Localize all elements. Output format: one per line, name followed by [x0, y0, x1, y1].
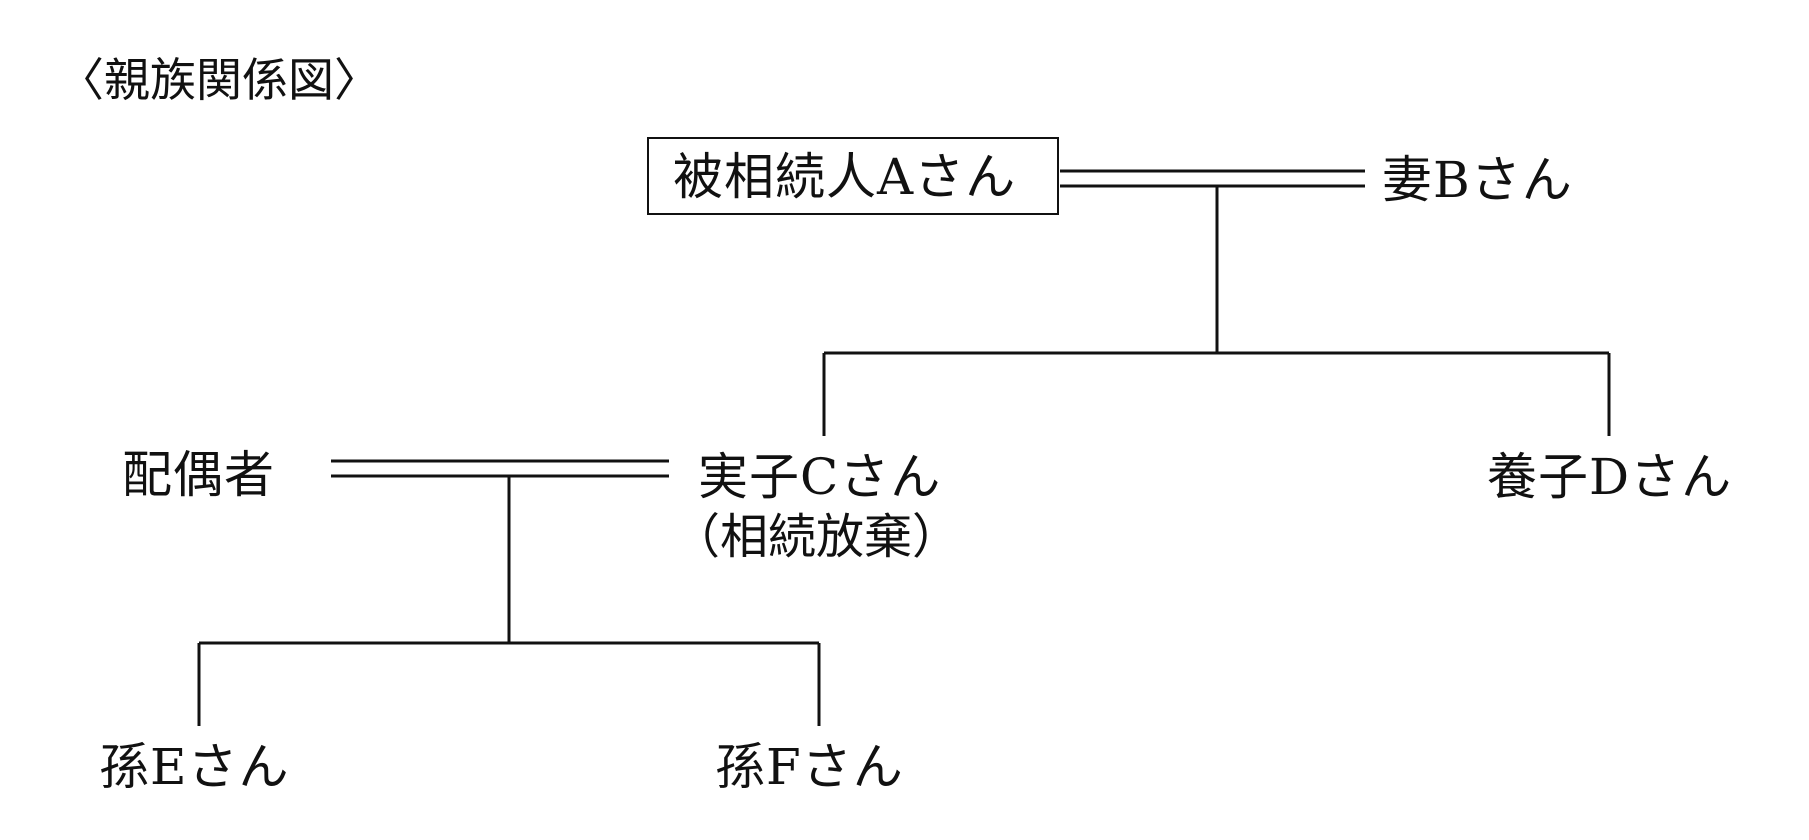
- spouse-of-c-label: 配偶者: [122, 446, 275, 504]
- grandchild-e-label: 孫Eさん: [99, 738, 290, 796]
- child-c-renunciation-note: （相続放棄）: [672, 509, 961, 565]
- child-c-label: 実子Cさん: [698, 448, 942, 506]
- diagram-title: 〈親族関係図〉: [58, 53, 380, 107]
- deceased-box: 被相続人Aさん: [647, 137, 1059, 215]
- wife-label: 妻Bさん: [1382, 151, 1573, 209]
- deceased-label: 被相続人Aさん: [673, 148, 1017, 206]
- child-d-label: 養子Dさん: [1487, 448, 1733, 506]
- grandchild-f-label: 孫Fさん: [715, 738, 904, 796]
